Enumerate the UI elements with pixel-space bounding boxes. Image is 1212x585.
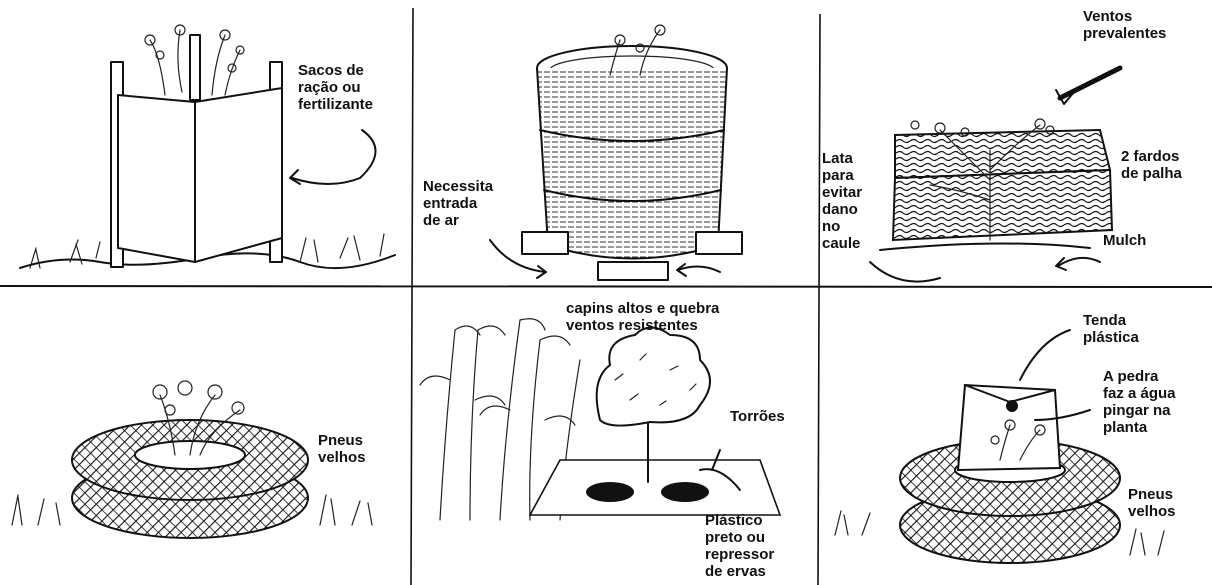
plastic-tent-label: Tenda plástica bbox=[1083, 312, 1139, 346]
feed-bags-label: Sacos de ração ou fertilizante bbox=[298, 62, 373, 113]
barrel-drawing bbox=[490, 25, 742, 280]
soil-clods-label: Torrões bbox=[730, 408, 785, 425]
stone-drip-label: A pedra faz a água pingar na planta bbox=[1103, 368, 1176, 436]
old-tires-label: Pneus velhos bbox=[318, 432, 366, 466]
mulch-label: Mulch bbox=[1103, 232, 1146, 249]
tall-grass-windbreak-label: capins altos e quebra ventos resistentes bbox=[566, 300, 719, 334]
tent-tires-label: Pneus velhos bbox=[1128, 486, 1176, 520]
windbreak-drawing bbox=[420, 319, 780, 520]
prevailing-winds-label: Ventos prevalentes bbox=[1083, 8, 1166, 42]
black-plastic-label: Plástico preto ou repressor de ervas bbox=[705, 512, 774, 580]
straw-bales-drawing bbox=[870, 68, 1120, 282]
tent-on-tires-drawing bbox=[835, 330, 1164, 563]
stem-protection-can-label: Lata para evitar dano no caule bbox=[822, 150, 862, 252]
straw-bales-label: 2 fardos de palha bbox=[1121, 148, 1182, 182]
barrel-air-inlet-label: Necessita entrada de ar bbox=[423, 178, 493, 229]
